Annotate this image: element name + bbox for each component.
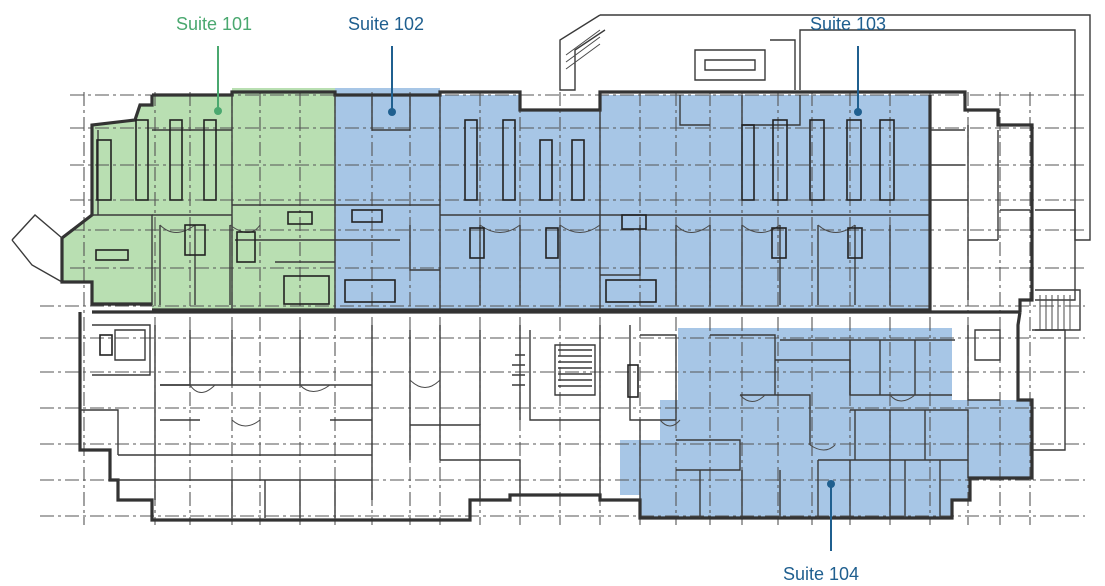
desk-cluster-102 [344,119,585,303]
suite-101-label: Suite 101 [176,14,252,34]
suite-areas [62,88,1032,518]
suite-102-label: Suite 102 [348,14,424,34]
desk-cluster-101 [95,119,330,305]
suite-101-marker [214,107,222,115]
desk-cluster-103 [605,119,895,303]
suite-104-label: Suite 104 [783,564,859,584]
interior-walls-north [92,95,1030,310]
suite-leaders [214,46,862,551]
suite-101-area [62,88,335,310]
suite-102-marker [388,108,396,116]
suite-103-label: Suite 103 [810,14,886,34]
interior-walls-south [80,324,1001,518]
exterior-features [11,14,1091,451]
suite-102-area [335,88,600,310]
suite-104-marker [827,480,835,488]
suite-103-marker [854,108,862,116]
workstations [95,119,895,398]
suite-labels: Suite 101 Suite 102 Suite 103 Suite 104 [176,14,886,584]
south-furniture [99,334,639,398]
